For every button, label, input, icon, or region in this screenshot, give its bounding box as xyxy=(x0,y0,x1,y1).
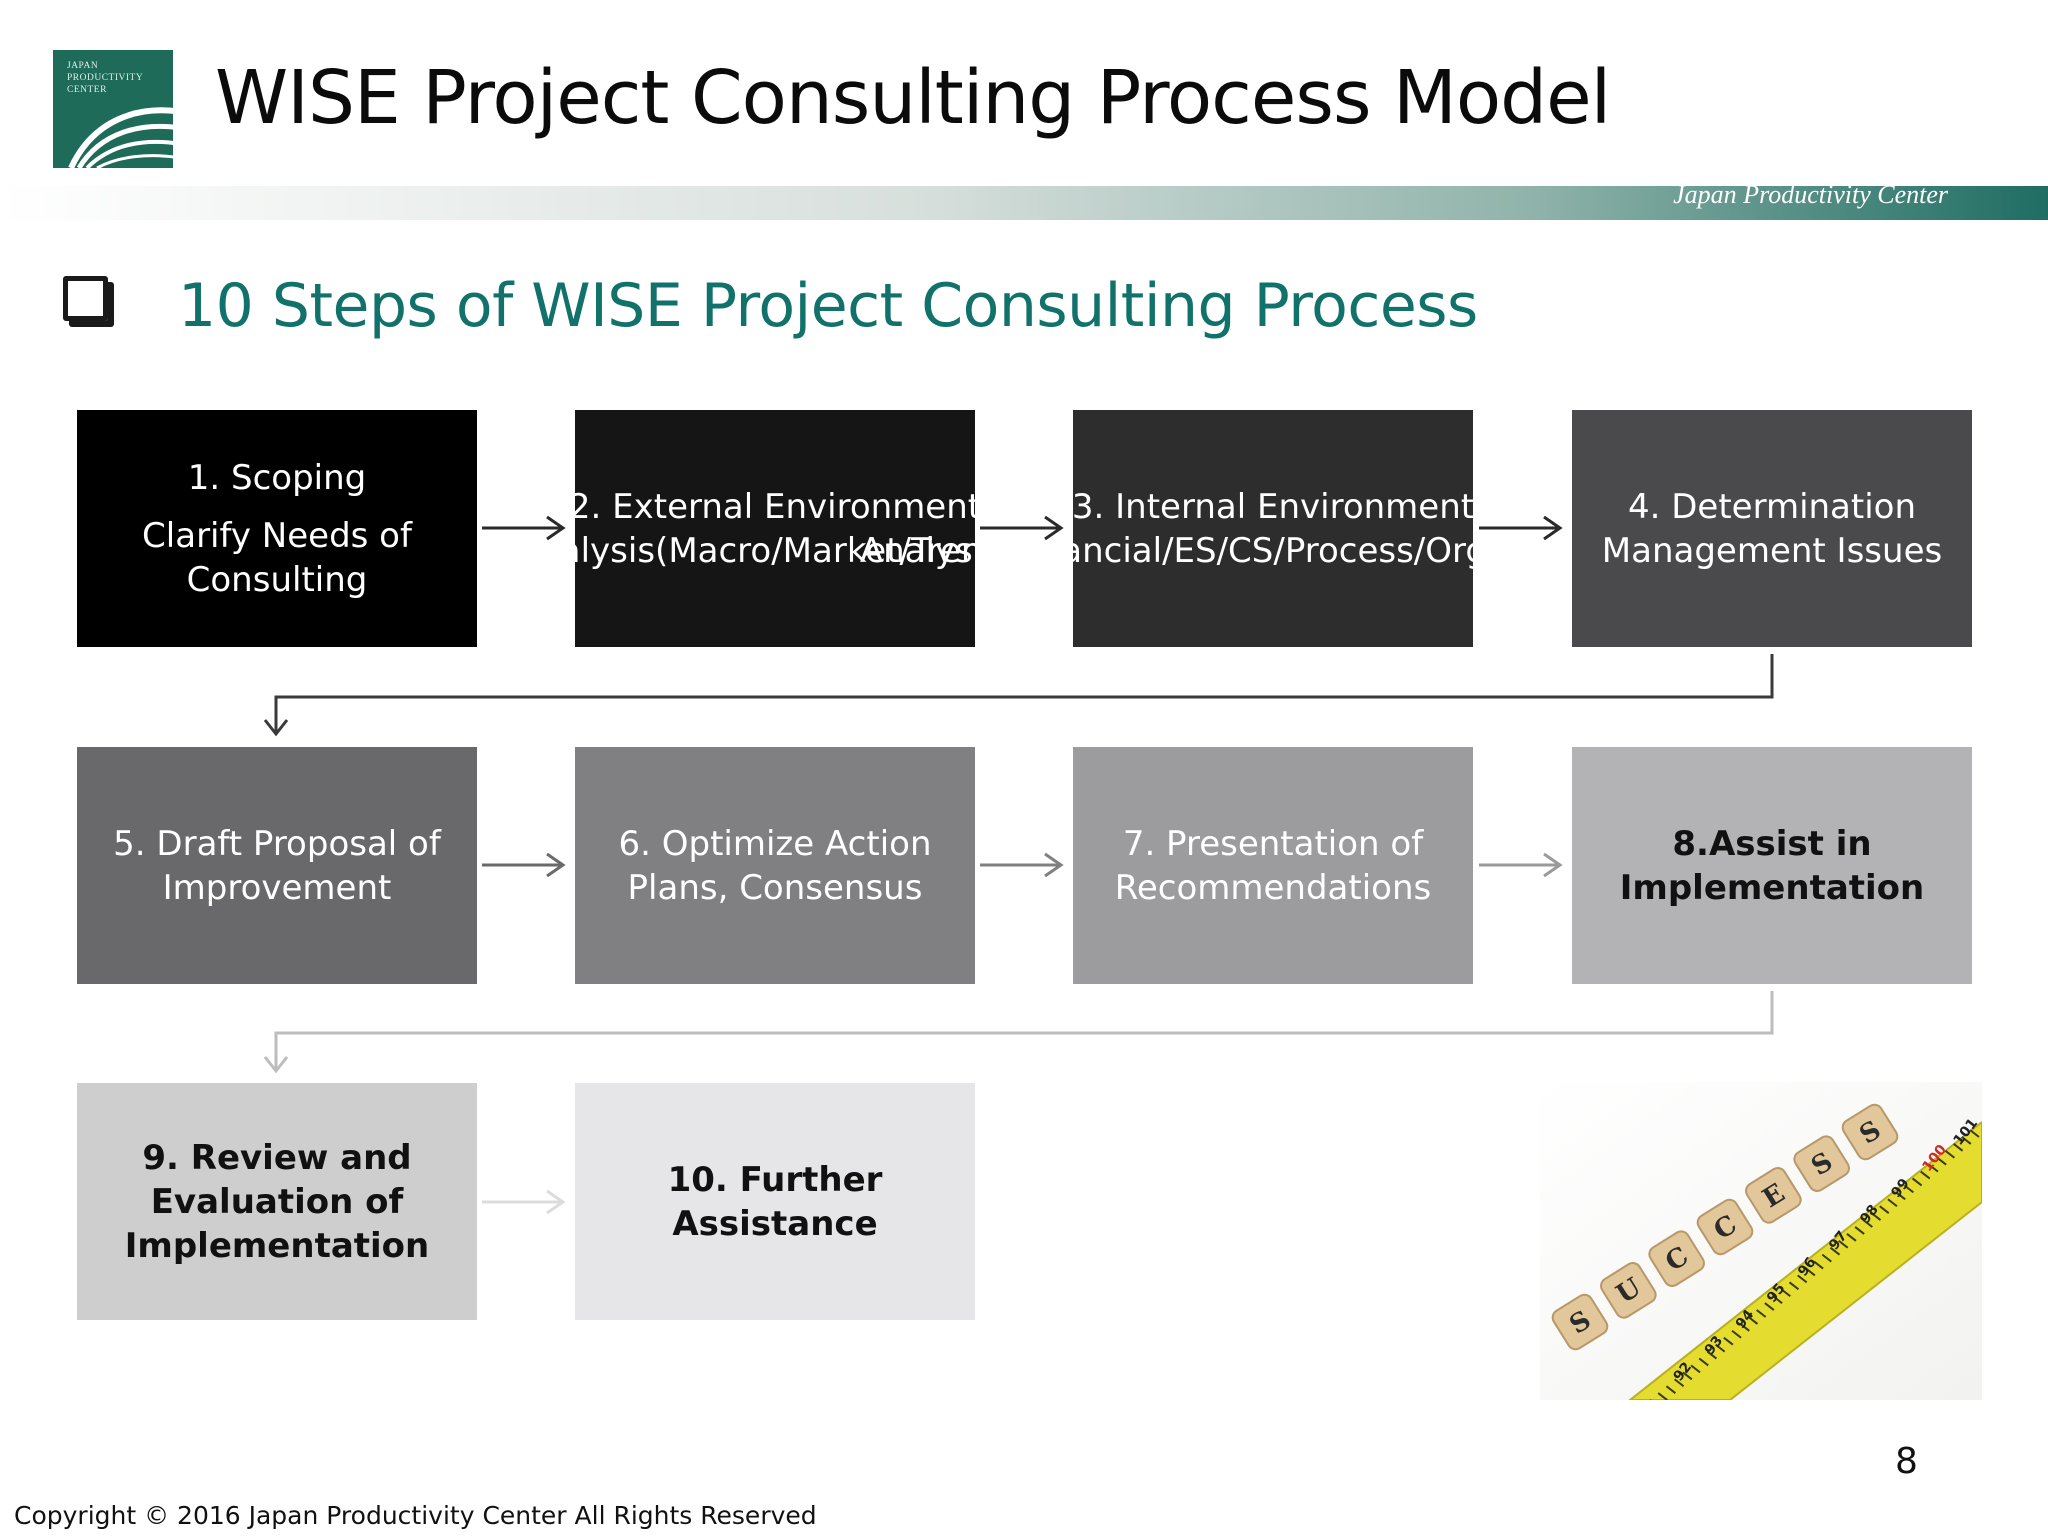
die-2: U xyxy=(1600,1262,1657,1319)
die-7: S xyxy=(1841,1103,1899,1161)
tape-tick xyxy=(1747,1316,1759,1325)
step-8-assist-implementation: 8.Assist in Implementation xyxy=(1572,747,1972,984)
tape-tick xyxy=(1911,1177,1923,1187)
tape-tick xyxy=(1961,1136,1972,1145)
step-3-internal-analysis: 3. Internal Environment Analysis(Financi… xyxy=(860,410,1686,647)
tape-tick xyxy=(1829,1246,1841,1256)
tape-tick xyxy=(1788,1281,1800,1291)
tape-tick xyxy=(1657,1392,1668,1400)
tape-tick xyxy=(1698,1357,1709,1367)
tape-tick xyxy=(1870,1212,1882,1221)
step-title: 3. Internal Environment Analysis(Financi… xyxy=(859,486,1687,571)
die-5: E xyxy=(1745,1167,1802,1224)
tape-tick xyxy=(1936,1156,1947,1166)
step-7-presentation: 7. Presentation of Recommendations xyxy=(1073,747,1473,984)
tape-tick xyxy=(1838,1239,1849,1249)
tape-tick xyxy=(1854,1226,1865,1235)
tape-tick xyxy=(1690,1364,1701,1374)
jpc-logo: JAPAN PRODUCTIVITY CENTER xyxy=(53,50,182,170)
step-title: 5. Draft Proposal of Improvement xyxy=(113,823,441,908)
tape-tick xyxy=(1895,1191,1906,1201)
step-6-optimize-plans: 6. Optimize Action Plans, Consensus xyxy=(575,747,975,984)
page-number: 8 xyxy=(1895,1441,1918,1482)
tape-tick xyxy=(1952,1143,1964,1152)
step-title: 9. Review and Evaluation of Implementati… xyxy=(124,1137,430,1266)
tape-tick xyxy=(1665,1385,1677,1394)
step-title: 6. Optimize Action Plans, Consensus xyxy=(618,823,932,908)
tape-tick xyxy=(1739,1323,1750,1332)
die-6: S xyxy=(1793,1135,1850,1192)
tape-tick xyxy=(1903,1184,1914,1194)
tape-tick xyxy=(1756,1309,1767,1318)
logo-text: JAPAN PRODUCTIVITY CENTER xyxy=(67,61,144,95)
arrow-9-to-10 xyxy=(482,1189,566,1215)
tape-tick xyxy=(1887,1198,1898,1208)
arrow-5-to-6 xyxy=(482,852,566,878)
checkbox-bullet-icon xyxy=(63,276,108,321)
page-title: WISE Project Consulting Process Model xyxy=(215,55,1611,141)
step-2-external-analysis: 2. External Environment Analysis(Macro/M… xyxy=(515,410,1035,647)
brand-text: Japan Productivity Center xyxy=(1673,180,1948,209)
tape-tick xyxy=(1821,1253,1832,1263)
step-9-review-evaluation: 9. Review and Evaluation of Implementati… xyxy=(77,1083,477,1320)
tape-tick xyxy=(1862,1219,1873,1228)
tape-tick xyxy=(1944,1149,1955,1159)
tape-tick xyxy=(1682,1371,1693,1381)
step-title: 7. Presentation of Recommendations xyxy=(1114,823,1432,908)
step-title: 4. Determination Management Issues xyxy=(1601,486,1943,571)
step-title: 10. Further Assistance xyxy=(667,1159,883,1244)
arrow-4-to-5 xyxy=(263,654,1774,737)
section-heading: 10 Steps of WISE Project Consulting Proc… xyxy=(178,271,1478,341)
header-gradient-bar xyxy=(0,186,2048,220)
step-1-scoping: 1. Scoping Clarify Needs of Consulting xyxy=(77,410,477,647)
tape-tick xyxy=(1920,1170,1931,1180)
copyright-text: Copyright © 2016 Japan Productivity Cent… xyxy=(14,1501,817,1530)
step-10-further-assistance: 10. Further Assistance xyxy=(575,1083,975,1320)
tape-tick xyxy=(1797,1274,1808,1284)
tape-tick xyxy=(1723,1336,1734,1346)
tape-tick xyxy=(1706,1350,1718,1360)
tape-tick xyxy=(1772,1295,1783,1304)
tape-tick xyxy=(1813,1260,1824,1270)
arrow-6-to-7 xyxy=(980,852,1064,878)
tape-tick xyxy=(1715,1343,1726,1353)
step-subtitle: Clarify Needs of Consulting xyxy=(142,515,412,600)
tape-tick xyxy=(1731,1329,1742,1339)
tape-tick xyxy=(1805,1267,1816,1277)
arrow-8-to-9 xyxy=(263,991,1774,1074)
tape-tick xyxy=(1969,1129,1980,1138)
step-title: 1. Scoping xyxy=(187,457,367,498)
die-1: S xyxy=(1551,1293,1609,1351)
step-5-draft-proposal: 5. Draft Proposal of Improvement xyxy=(77,747,477,984)
step-4-management-issues: 4. Determination Management Issues xyxy=(1572,410,1972,647)
tape-tick xyxy=(1780,1288,1791,1298)
arrow-7-to-8 xyxy=(1479,852,1563,878)
die-3: C xyxy=(1648,1230,1705,1287)
step-title: 8.Assist in Implementation xyxy=(1619,823,1925,908)
tape-tick xyxy=(1928,1163,1939,1173)
logo-swoosh-graphic xyxy=(68,107,182,170)
tape-tick xyxy=(1764,1302,1775,1311)
die-4: C xyxy=(1696,1198,1754,1256)
tape-tick xyxy=(1674,1378,1685,1388)
tape-tick xyxy=(1846,1233,1857,1242)
tape-measure xyxy=(1628,1120,1982,1400)
step-title: 2. External Environment Analysis(Macro/M… xyxy=(514,486,1036,571)
tape-tick xyxy=(1879,1205,1890,1214)
